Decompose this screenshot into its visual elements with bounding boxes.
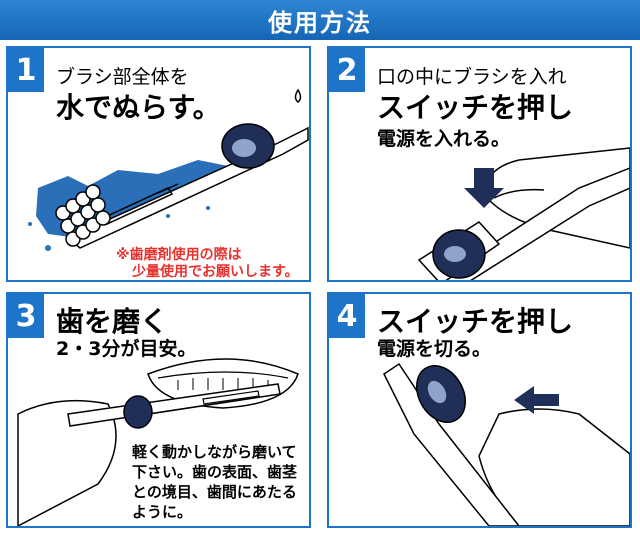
step-1-note-line2: 少量使用でお願いします。 (132, 264, 299, 280)
step-1-line1: ブラシ部全体を (56, 66, 189, 88)
page-header: 使用方法 (0, 0, 640, 40)
step-number: 2 (329, 48, 365, 92)
step-4-panel: 4 スイッチを押し 電源を切る。 (327, 292, 632, 528)
step-2-line1: 口の中にブラシを入れ (377, 66, 567, 88)
step-1-panel: 1 ブラシ部全体を 水でぬらす。 ※歯磨剤使用の際は 少量使用でお願いします。 (6, 46, 311, 282)
step-number: 3 (8, 294, 44, 338)
step-3-desc-2: 下さい。歯の表面、歯茎 (132, 462, 298, 482)
switch-off-illustration (383, 362, 630, 526)
toothbrush-wetting-illustration (28, 88, 309, 251)
step-number: 1 (8, 48, 44, 92)
step-2-line2: スイッチを押し (377, 91, 574, 124)
step-4-line2: 電源を切る。 (377, 338, 492, 360)
step-4-line1: スイッチを押し (377, 305, 574, 338)
step-3-desc-4: ように。 (132, 502, 193, 522)
step-2-panel: 2 口の中にブラシを入れ スイッチを押し 電源を入れる。 (327, 46, 632, 282)
switch-on-illustration (417, 147, 630, 280)
step-3-line2: 2・3分が目安。 (56, 338, 197, 360)
step-3-panel: 3 歯を磨く 2・3分が目安。 軽く動かしながら磨いて 下さい。歯の表面、歯茎 … (6, 292, 311, 528)
step-3-line1: 歯を磨く (56, 305, 169, 338)
step-1-line2: 水でぬらす。 (56, 91, 221, 124)
brushing-teeth-illustration (17, 358, 299, 526)
page-title: 使用方法 (268, 8, 372, 37)
step-3-desc-3: との境目、歯間にあたる (132, 482, 297, 502)
step-3-desc-1: 軽く動かしながら磨いて (132, 442, 297, 462)
step-2-line3: 電源を入れる。 (377, 128, 511, 150)
step-number: 4 (329, 294, 365, 338)
step-1-note-line1: ※歯磨剤使用の際は (116, 247, 242, 263)
